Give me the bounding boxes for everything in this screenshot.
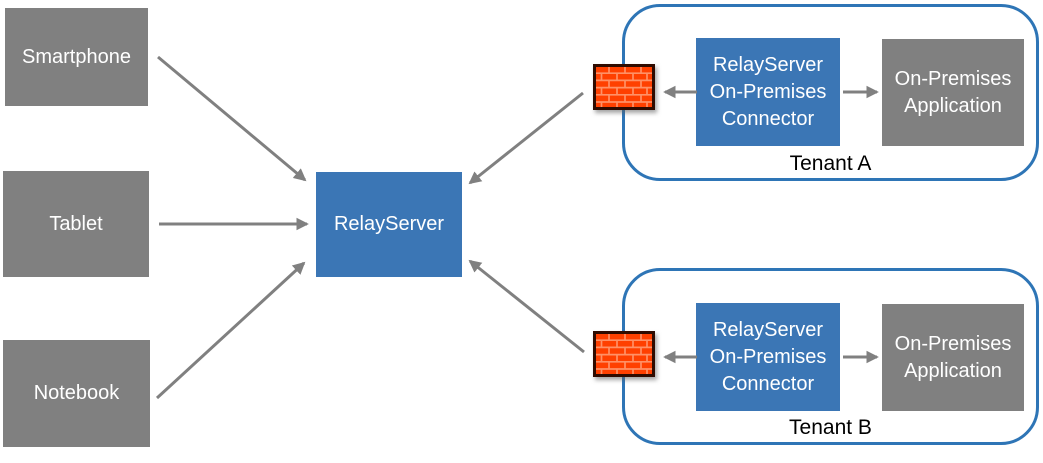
tenant-a-application-label-line2: Application	[904, 94, 1002, 117]
tenant-a-connector-label-line3: Connector	[721, 107, 815, 130]
firewall-icon	[593, 331, 655, 377]
tenant-b-application-label-line1: On-Premises	[894, 332, 1012, 355]
tenant-a-connector-label-line1: RelayServer	[712, 53, 824, 76]
smartphone-label: Smartphone	[22, 45, 131, 68]
tenant-a-connector-node: RelayServer On-Premises Connector	[696, 38, 840, 146]
relayserver-label: RelayServer	[333, 213, 445, 235]
tablet-node: Tablet	[3, 171, 149, 277]
tenant-b-application-label-line2: Application	[904, 359, 1002, 382]
tenant-b-connector-label-line1: RelayServer	[712, 318, 824, 341]
tenant-a-connector-label-line2: On-Premises	[709, 80, 827, 103]
tenant-a-application-node: On-Premises Application	[882, 39, 1024, 146]
tenant-b-label: Tenant B	[789, 416, 872, 439]
notebook-label: Notebook	[33, 382, 120, 404]
arrow-tenant-a-firewall-to-relayserver	[468, 91, 584, 185]
tenant-a-application-label-line1: On-Premises	[894, 67, 1012, 90]
tenant-b-connector-label-line2: On-Premises	[709, 345, 827, 368]
tenant-a-group: RelayServer On-Premises Connector On-Pre…	[593, 4, 1039, 181]
arrow-notebook-to-relayserver	[155, 261, 306, 400]
arrow-tenant-b-firewall-to-relayserver	[468, 259, 585, 354]
tenant-a-label: Tenant A	[789, 152, 872, 175]
tenant-b-connector-label-line3: Connector	[721, 372, 815, 395]
firewall-icon	[593, 64, 655, 110]
tenant-b-application-node: On-Premises Application	[882, 304, 1024, 411]
smartphone-node: Smartphone	[5, 8, 148, 106]
tablet-label: Tablet	[49, 212, 103, 235]
arrow-smartphone-to-relayserver	[157, 55, 307, 182]
notebook-node: Notebook	[3, 340, 150, 447]
relayserver-node: RelayServer	[316, 172, 462, 277]
tenant-b-connector-node: RelayServer On-Premises Connector	[696, 303, 840, 411]
tenant-b-group: RelayServer On-Premises Connector On-Pre…	[593, 268, 1039, 445]
